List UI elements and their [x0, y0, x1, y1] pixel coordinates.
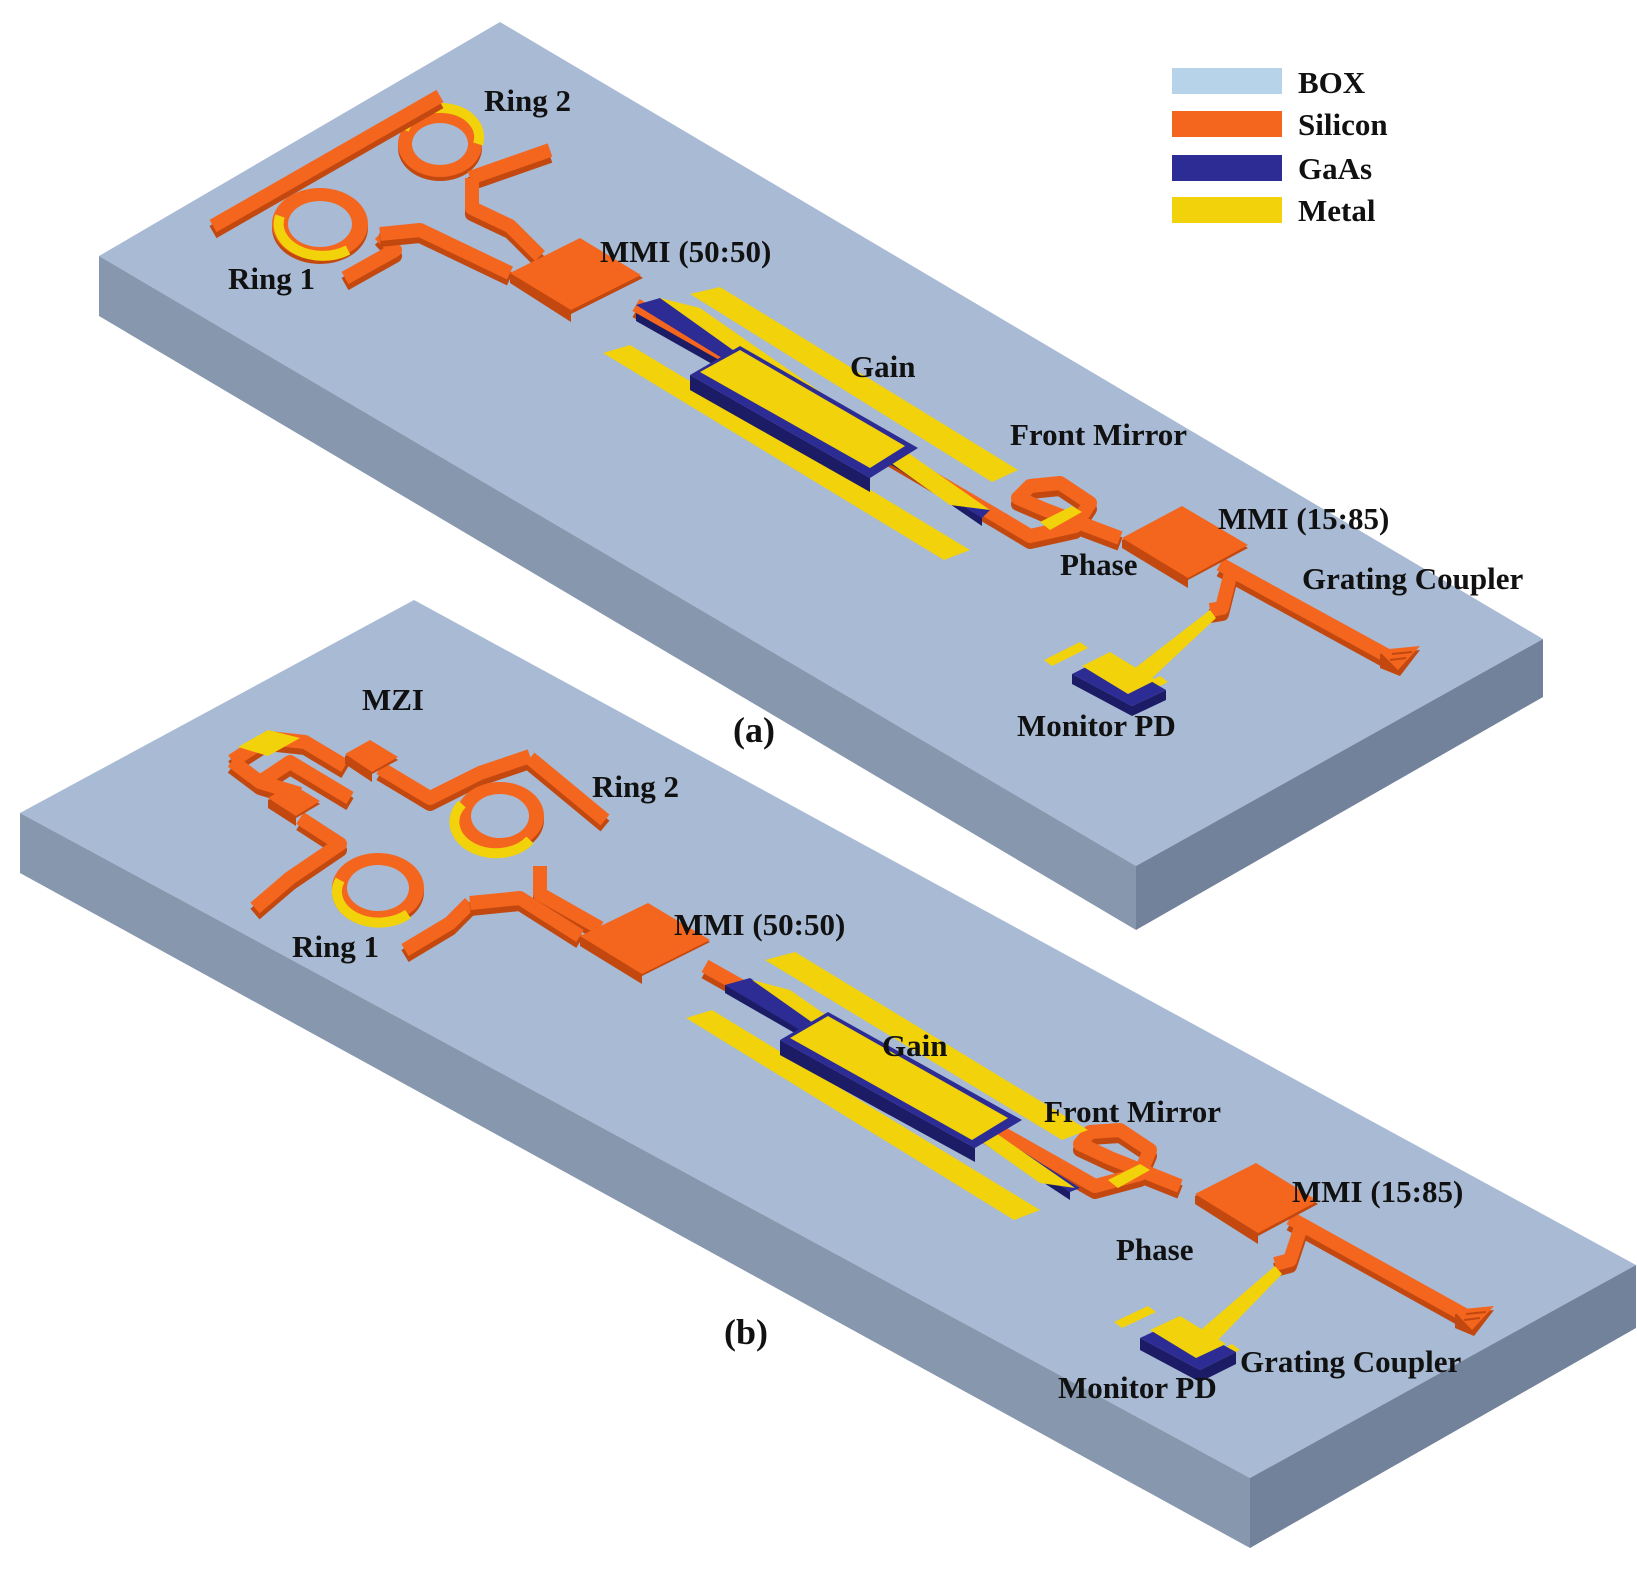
legend: BOX Silicon GaAs Metal	[1172, 65, 1388, 228]
label-front-mirror: Front Mirror	[1044, 1094, 1221, 1129]
label-mmi-15-85: MMI (15:85)	[1292, 1174, 1463, 1209]
mmi-15-85	[1122, 506, 1248, 588]
caption-a: (a)	[733, 710, 775, 750]
caption-b: (b)	[724, 1312, 768, 1352]
mzi-heater	[238, 730, 300, 756]
phase-heater	[1040, 506, 1082, 530]
label-phase: Phase	[1060, 547, 1138, 582]
label-monitor-pd: Monitor PD	[1017, 708, 1176, 743]
ring-1	[272, 188, 368, 264]
label-mmi-50-50: MMI (50:50)	[674, 907, 845, 942]
ring-2	[398, 102, 485, 181]
legend-label-silicon: Silicon	[1298, 107, 1388, 142]
label-ring-1: Ring 1	[292, 929, 379, 964]
label-mmi-15-85: MMI (15:85)	[1218, 501, 1389, 536]
label-monitor-pd: Monitor PD	[1058, 1370, 1217, 1405]
label-ring-2: Ring 2	[592, 769, 679, 804]
mzi-mmi-1	[345, 740, 398, 782]
legend-label-metal: Metal	[1298, 193, 1376, 228]
box-slab-front	[99, 256, 1136, 930]
legend-label-gaas: GaAs	[1298, 151, 1372, 186]
legend-label-box: BOX	[1298, 65, 1366, 100]
mzi	[227, 731, 533, 920]
phase-heater	[1108, 1164, 1150, 1188]
monitor-pd	[1044, 610, 1216, 716]
mmi-15-85	[1195, 1163, 1318, 1244]
monitor-pd	[1114, 1266, 1282, 1382]
grating-coupler	[1378, 646, 1420, 676]
grating-coupler	[1453, 1306, 1494, 1336]
label-mmi-50-50: MMI (50:50)	[600, 234, 771, 269]
label-grating-coupler: Grating Coupler	[1240, 1344, 1462, 1379]
box-slab-side	[1136, 639, 1543, 930]
label-grating-coupler: Grating Coupler	[1302, 561, 1524, 596]
label-phase: Phase	[1116, 1232, 1194, 1267]
panel-b: MZI Ring 2 Ring 1 MMI (50:50) Gain Front…	[20, 600, 1636, 1548]
legend-swatch-box	[1172, 68, 1282, 94]
ring-1	[331, 853, 424, 928]
ring-2	[449, 782, 544, 859]
label-gain: Gain	[882, 1028, 947, 1063]
legend-swatch-silicon	[1172, 111, 1282, 137]
label-ring-1: Ring 1	[228, 261, 315, 296]
gain-section	[603, 287, 1018, 560]
mmi-50-50	[510, 238, 643, 322]
box-slab-side	[1250, 1265, 1636, 1548]
mmi-50-50	[580, 903, 710, 984]
gain-section	[686, 952, 1088, 1220]
legend-swatch-metal	[1172, 197, 1282, 223]
label-gain: Gain	[850, 349, 915, 384]
label-mzi: MZI	[362, 682, 424, 717]
label-ring-2: Ring 2	[484, 83, 571, 118]
legend-swatch-gaas	[1172, 155, 1282, 181]
mzi-mmi-2	[268, 784, 320, 826]
panel-a: Ring 2 Ring 1 MMI (50:50) Gain Front Mir…	[99, 22, 1543, 930]
label-front-mirror: Front Mirror	[1010, 417, 1187, 452]
box-slab-front	[20, 813, 1250, 1548]
